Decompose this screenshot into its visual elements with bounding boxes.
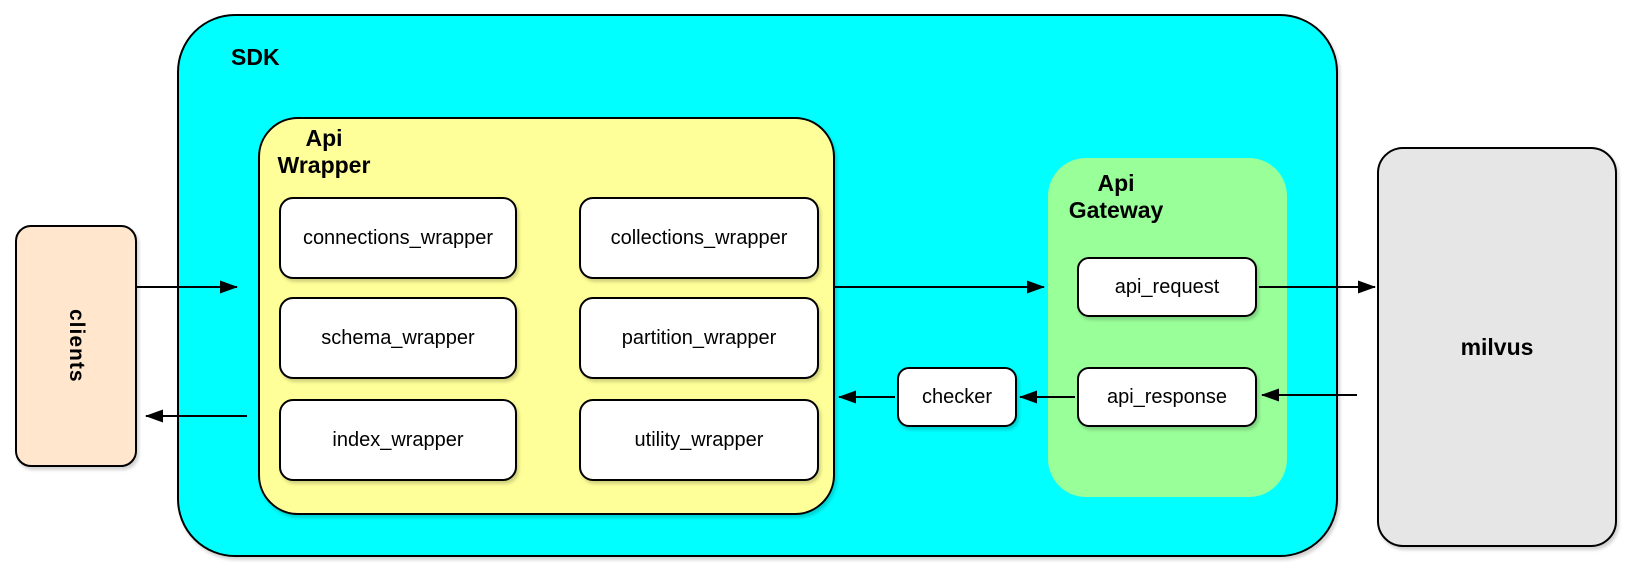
wrapper-item-connections: connections_wrapper <box>279 197 517 279</box>
wrapper-item-label: index_wrapper <box>332 428 464 451</box>
wrapper-item-label: schema_wrapper <box>321 326 475 349</box>
wrapper-item-label: utility_wrapper <box>634 428 764 451</box>
wrapper-item-label: partition_wrapper <box>621 326 777 349</box>
milvus-label: milvus <box>1460 333 1534 360</box>
wrapper-item-schema: schema_wrapper <box>279 297 517 379</box>
api-wrapper-container: Api Wrapper connections_wrapper collecti… <box>258 117 835 515</box>
clients-label: clients <box>65 309 88 383</box>
api-gateway-container: Api Gateway api_request api_response <box>1048 158 1287 497</box>
api-request-node: api_request <box>1077 257 1257 317</box>
clients-node: clients <box>15 225 137 467</box>
wrapper-item-collections: collections_wrapper <box>579 197 819 279</box>
api-response-node: api_response <box>1077 367 1257 427</box>
wrapper-item-index: index_wrapper <box>279 399 517 481</box>
checker-label: checker <box>921 385 993 408</box>
checker-node: checker <box>897 367 1017 427</box>
wrapper-item-partition: partition_wrapper <box>579 297 819 379</box>
wrapper-item-utility: utility_wrapper <box>579 399 819 481</box>
milvus-node: milvus <box>1377 147 1617 547</box>
sdk-label: SDK <box>231 44 280 70</box>
api-gateway-label: Api Gateway <box>1068 170 1164 224</box>
api-response-label: api_response <box>1106 385 1228 408</box>
api-request-label: api_request <box>1114 275 1220 298</box>
wrapper-item-label: connections_wrapper <box>302 226 494 249</box>
api-wrapper-label: Api Wrapper <box>277 125 371 179</box>
wrapper-item-label: collections_wrapper <box>610 226 788 249</box>
